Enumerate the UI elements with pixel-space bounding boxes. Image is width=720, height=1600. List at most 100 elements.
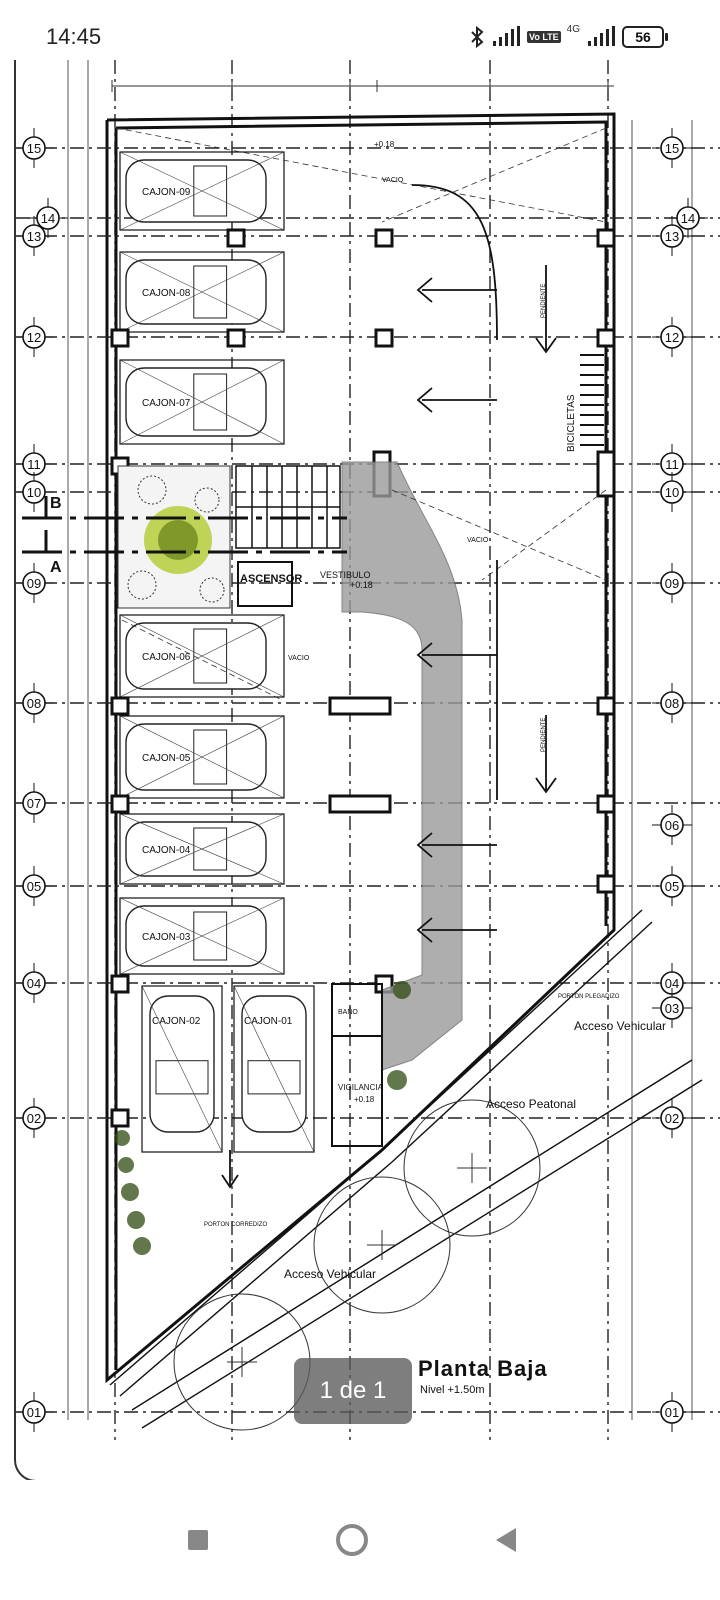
column-10 [596, 450, 616, 498]
back-triangle-icon [496, 1528, 516, 1552]
bluetooth-icon [471, 25, 484, 49]
label-pendiente-2: PENDIENTE [541, 718, 547, 752]
svg-text:15: 15 [27, 141, 41, 156]
column-1 [226, 228, 246, 248]
column-7 [596, 328, 616, 348]
svg-text:12: 12 [665, 330, 679, 345]
grid-bubble-right-10: 10 [652, 472, 692, 512]
parking-stall-cajon-06: CAJON-06 [119, 614, 285, 698]
svg-text:01: 01 [665, 1405, 679, 1420]
label-pendiente-1: PENDIENTE [541, 284, 547, 318]
elevator [237, 561, 293, 607]
column-5 [226, 328, 246, 348]
label-acceso-vehicular-1: Acceso Vehicular [574, 1019, 666, 1033]
label-vacio-3: VACIO [288, 655, 310, 662]
label-vacio-2: VACIO [467, 537, 489, 544]
system-nav-bar [0, 1480, 720, 1600]
label-bano: BAÑO [338, 1007, 358, 1016]
bicycle-racks [580, 354, 604, 446]
svg-text:12: 12 [27, 330, 41, 345]
battery-icon: 56 [622, 26, 668, 48]
garden-area [117, 465, 231, 609]
label-porton-corredizo: PORTON CORREDIZO [204, 1222, 267, 1228]
home-button[interactable] [322, 1510, 382, 1570]
svg-text:11: 11 [665, 457, 679, 472]
column-17 [596, 874, 616, 894]
parking-stall-cajon-08: CAJON-08 [119, 251, 285, 333]
column-20 [110, 1108, 130, 1128]
grid-bubble-left-09: 09 [16, 563, 54, 603]
column-3 [596, 228, 616, 248]
back-button[interactable] [476, 1510, 536, 1570]
svg-text:CAJON-07: CAJON-07 [142, 398, 191, 409]
plan-level: Nivel +1.50m [420, 1384, 485, 1396]
column-13 [596, 696, 616, 716]
circle-icon [336, 1524, 368, 1556]
grid-bubble-left-07: 07 [16, 783, 54, 823]
label-top-level: +0.18 [374, 140, 395, 149]
label-ascensor: ASCENSOR [240, 573, 302, 585]
stairs [235, 465, 341, 549]
column-11 [110, 696, 130, 716]
status-icons: Vo LTE 4G 56 [469, 22, 668, 52]
grid-bubble-left-12: 12 [16, 317, 54, 357]
column-15 [328, 794, 392, 814]
parking-stall-cajon-07: CAJON-07 [119, 359, 285, 445]
svg-text:15: 15 [665, 141, 679, 156]
parking-stall-cajon-04: CAJON-04 [119, 813, 285, 885]
recent-apps-button[interactable] [168, 1510, 228, 1570]
svg-text:11: 11 [27, 457, 41, 472]
floor-plan-drawing[interactable]: CAJON-09CAJON-08CAJON-07CAJON-06CAJON-05… [16, 60, 720, 1480]
svg-text:CAJON-06: CAJON-06 [142, 652, 191, 663]
svg-text:10: 10 [27, 485, 41, 500]
parking-stall-cajon-03: CAJON-03 [119, 897, 285, 975]
svg-text:B: B [50, 495, 62, 512]
grid-bubble-left-13: 13 [16, 216, 54, 256]
column-4 [110, 328, 130, 348]
grid-bubble-right-12: 12 [652, 317, 692, 357]
grid-bubble-right-02: 02 [652, 1098, 692, 1138]
svg-text:CAJON-05: CAJON-05 [142, 753, 191, 764]
grid-bubble-right-03: 03 [652, 988, 692, 1028]
svg-text:05: 05 [27, 879, 41, 894]
svg-text:02: 02 [665, 1111, 679, 1126]
grid-bubble-right-08: 08 [652, 683, 692, 723]
svg-text:13: 13 [27, 229, 41, 244]
network-type: 4G [566, 23, 580, 35]
svg-text:02: 02 [27, 1111, 41, 1126]
grid-bubble-right-06: 06 [652, 805, 692, 845]
svg-text:07: 07 [27, 796, 41, 811]
label-acceso-vehicular-2: Acceso Vehicular [284, 1267, 376, 1281]
status-time: 14:45 [46, 24, 102, 49]
column-18 [110, 974, 130, 994]
svg-text:10: 10 [665, 485, 679, 500]
column-14 [110, 794, 130, 814]
label-porton-plegadizo: PORTON PLEGADIZO [558, 994, 620, 1000]
grid-bubble-left-04: 04 [16, 963, 54, 1003]
svg-text:CAJON-03: CAJON-03 [142, 932, 191, 943]
svg-text:14: 14 [41, 211, 55, 226]
label-vacio-1: VACIO [382, 177, 404, 184]
svg-text:08: 08 [27, 696, 41, 711]
svg-text:A: A [50, 559, 62, 576]
label-vestibulo-level: +0.18 [350, 580, 373, 590]
volte-icon: Vo LTE [526, 31, 561, 43]
parking-stall-cajon-02: CAJON-02 [141, 985, 223, 1153]
svg-text:03: 03 [665, 1001, 679, 1016]
section-mark-b: B [22, 495, 347, 520]
grid-bubble-right-14: 14 [668, 198, 708, 238]
svg-text:13: 13 [665, 229, 679, 244]
section-mark-a: A [22, 530, 347, 576]
svg-text:08: 08 [665, 696, 679, 711]
plan-title: Planta Baja [418, 1356, 548, 1381]
parking-stall-cajon-05: CAJON-05 [119, 715, 285, 799]
label-acceso-peatonal: Acceso Peatonal [486, 1097, 576, 1111]
pedestrian-ramp [341, 461, 463, 1071]
grid-bubble-left-10: 10 [16, 472, 54, 512]
svg-text:05: 05 [665, 879, 679, 894]
svg-text:09: 09 [27, 576, 41, 591]
svg-text:CAJON-08: CAJON-08 [142, 288, 191, 299]
svg-text:06: 06 [665, 818, 679, 833]
signal-icon-2 [588, 26, 615, 46]
